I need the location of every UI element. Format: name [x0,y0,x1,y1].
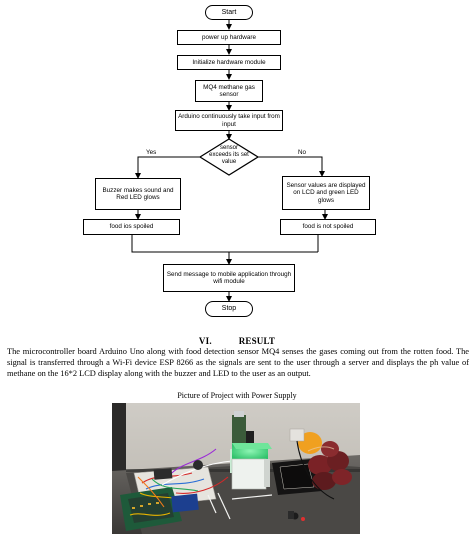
flowchart: Start power up hardware Initialize hardw… [83,5,376,317]
section-title: RESULT [238,336,276,346]
lcd-step: Sensor values are displayed on LCD and g… [282,176,370,210]
power-up-step: power up hardware [177,30,281,45]
figure-caption: Picture of Project with Power Supply [177,391,297,400]
buzzer-step: Buzzer makes sound and Red LED glows [95,178,181,210]
start-terminal: Start [205,5,253,20]
arrow-no-branch [258,156,325,177]
init-step: Initialize hardware module [177,55,281,70]
result-paragraph: The microcontroller board Arduino Uno al… [7,347,469,379]
spoiled-result: food ios spoiled [83,219,180,235]
flowchart-connectors [131,19,328,302]
stop-terminal: Stop [205,301,253,317]
decision-diamond [198,138,260,176]
no-label: No [298,149,307,156]
section-heading: VI. RESULT [0,336,474,346]
section-number: VI. [198,336,212,346]
merge-line [131,235,318,253]
arrow-yes-branch [135,156,200,179]
project-photo [112,403,360,534]
not-spoiled-result: food is not spoiled [280,219,376,235]
decision-label: sensor exceeds its set value [209,145,249,165]
sensor-step: MQ4 methane gas sensor [195,80,263,102]
send-message-step: Send message to mobile application throu… [163,264,295,292]
arduino-step: Arduino continuously take input from inp… [175,110,283,131]
yes-label: Yes [146,149,157,156]
